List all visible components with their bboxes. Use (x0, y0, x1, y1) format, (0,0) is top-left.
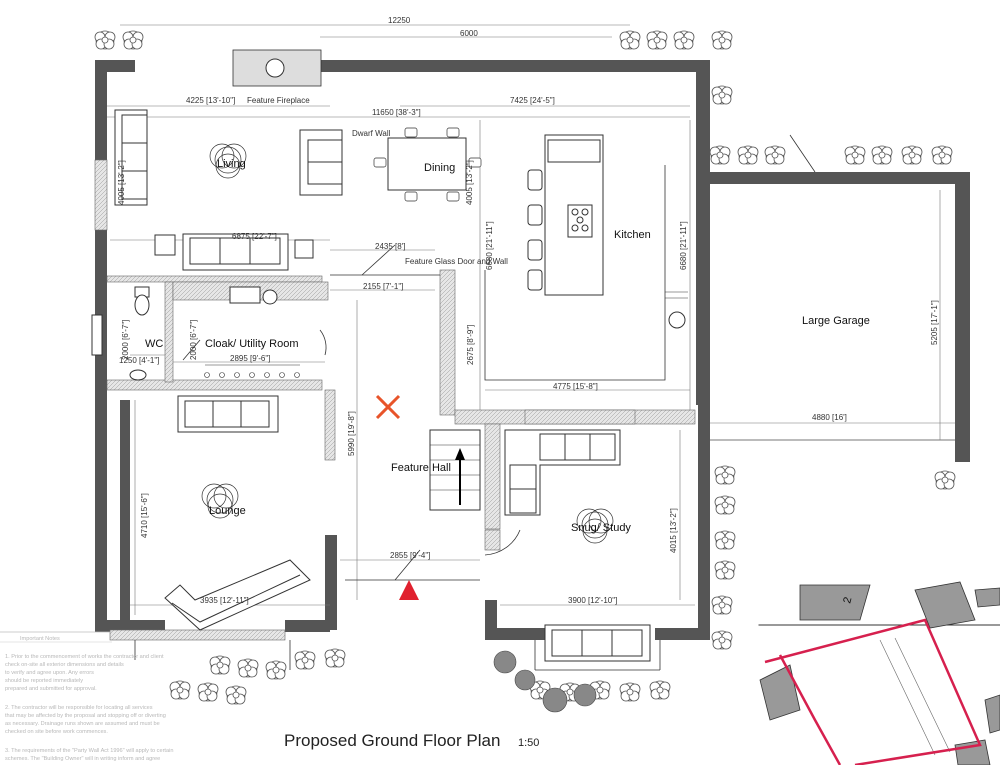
demolition-cross-marker (375, 394, 401, 420)
dim-cloak-depth: 2000 [6'-7"] (189, 320, 198, 360)
living-furniture (114, 109, 343, 271)
dim-kitchen-bottom: 4775 [15'-8"] (553, 382, 598, 391)
plan-title: Proposed Ground Floor Plan (284, 731, 500, 750)
dim-entrance-width: 2855 [9'-4"] (390, 551, 430, 560)
note-3-line-2: schemes. The "Building Owner" will in wr… (5, 756, 160, 762)
dim-kitchen-lower: 2675 [8'-9"] (466, 325, 475, 365)
snug-furniture (504, 429, 651, 662)
feature-fireplace-label: Feature Fireplace (247, 96, 310, 105)
dim-cloak-width: 2895 [9'-6"] (230, 354, 270, 363)
stairs (429, 429, 481, 511)
room-label-feature-hall: Feature Hall (391, 462, 451, 474)
location-map-inset: 2 (757, 580, 1000, 765)
dim-overall-width: 12250 (388, 16, 411, 25)
dim-garage-depth: 5205 [17'-1"] (930, 300, 939, 345)
dim-wc-width: 1250 [4'-1"] (119, 356, 159, 365)
dim-living-dining-width: 11650 [38'-3"] (372, 108, 421, 117)
note-2-line-3: as necessary. Drainage runs shown are as… (5, 721, 160, 727)
dim-lounge-width: 3935 [12'-11"] (200, 596, 249, 605)
room-label-wc: WC (145, 338, 163, 350)
entrance-triangle-marker (399, 580, 419, 600)
dimension-lines (107, 24, 955, 615)
note-2-line-1: 2. The contractor will be responsible fo… (5, 705, 153, 711)
room-label-kitchen: Kitchen (614, 229, 651, 241)
dim-snug-depth: 4015 [13'-2"] (669, 508, 678, 553)
dim-snug-width: 3900 [12'-10"] (568, 596, 617, 605)
doors-and-glazing (134, 134, 955, 671)
room-label-dining: Dining (424, 162, 455, 174)
dim-hall-2155: 2155 [7'-1"] (363, 282, 403, 291)
note-2-line-2: that may be affected by the proposal and… (5, 713, 166, 719)
kitchen-island (484, 134, 688, 381)
dim-wc-depth: 2000 [6'-7"] (121, 320, 130, 360)
dim-kitchen-width-top: 7425 [24'-5"] (510, 96, 555, 105)
dim-kitchen-depth-left: 6680 [21'-11"] (485, 221, 494, 270)
note-1-line-4: should be reported immediately (5, 678, 83, 684)
room-label-cloak-utility: Cloak/ Utility Room (205, 338, 299, 350)
important-notes: Important Notes 1. Prior to the commence… (0, 631, 173, 762)
dining-table (373, 127, 482, 202)
wc-fixtures (91, 286, 327, 381)
room-label-lounge: Lounge (209, 505, 246, 517)
dwarf-wall-label: Dwarf Wall (352, 129, 391, 138)
plan-scale: 1:50 (518, 737, 539, 749)
room-label-living: Living (217, 158, 246, 170)
dim-hall-depth: 5990 [19'-8"] (347, 411, 356, 456)
note-1-line-3: to verify and agree upon. Any errors (5, 670, 94, 676)
note-1-line-2: check on-site all exterior dimensions an… (5, 662, 124, 668)
fireplace (232, 49, 322, 87)
room-label-snug-study: Snug/ Study (571, 522, 631, 534)
dim-garage-width: 4880 [16'] (812, 413, 847, 422)
lounge-furniture (164, 395, 311, 631)
glass-door-label: Feature Glass Door and Wall (405, 257, 508, 266)
notes-heading: Important Notes (20, 636, 60, 642)
note-3-line-1: 3. The requirements of the "Party Wall A… (5, 748, 173, 754)
dim-hall-2435: 2435 [8'] (375, 242, 405, 251)
dark-shrubs (493, 650, 597, 713)
dim-top-6000: 6000 (460, 29, 478, 38)
dim-dining-depth: 4005 [13'-2"] (465, 160, 474, 205)
note-2-line-4: checked on site before work commences. (5, 729, 108, 735)
feature-fireplace-text: Feature Fireplace (247, 96, 310, 105)
hatched-walls (94, 159, 696, 641)
dim-living-lower: 6875 [22'-7"] (232, 232, 277, 241)
dim-living-width: 4225 [13'-10"] (186, 96, 235, 105)
note-1-line-1: 1. Prior to the commencement of works th… (5, 654, 164, 660)
dim-kitchen-depth-right: 6680 [21'-11"] (679, 221, 688, 270)
room-label-large-garage: Large Garage (802, 315, 870, 327)
note-1-line-5: prepared and submitted for approval. (5, 686, 97, 692)
dim-lounge-depth: 4710 [15'-6"] (140, 493, 149, 538)
dim-living-depth: 4005 [13'-2"] (117, 160, 126, 205)
location-plot-number: 2 (841, 596, 854, 605)
